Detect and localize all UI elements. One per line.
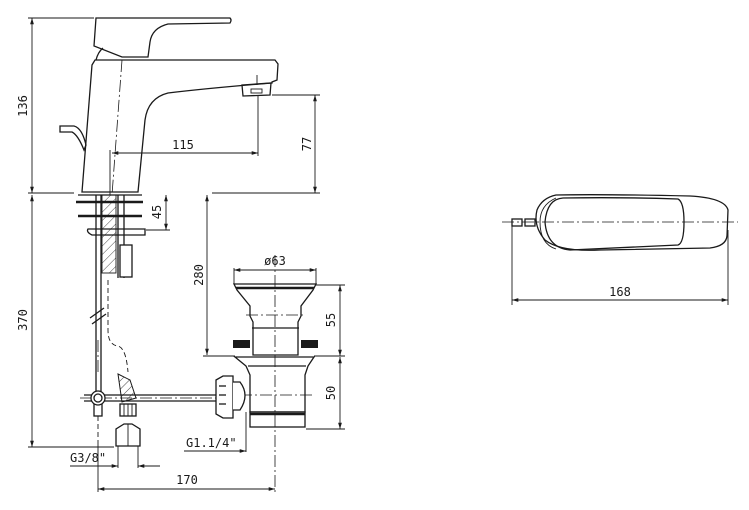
dim-45-label: 45 xyxy=(150,205,164,219)
hatched-hose xyxy=(101,194,117,274)
dim-136-label: 136 xyxy=(16,95,30,117)
popup-rod-knob xyxy=(59,125,87,152)
hose-hidden-path xyxy=(107,280,129,373)
dim-77-label: 77 xyxy=(300,137,314,151)
mixer-top-view: 168 xyxy=(502,194,738,305)
top-view-inner-edge xyxy=(539,197,557,250)
mixer-side-view xyxy=(59,17,279,196)
spout-aerator xyxy=(241,82,272,97)
top-rod-1 xyxy=(511,218,523,227)
waste-assembly xyxy=(215,255,318,495)
pull-rod-assembly xyxy=(80,373,216,468)
aerator-slot xyxy=(250,88,263,94)
top-view-outline xyxy=(535,194,729,251)
dim-50-label: 50 xyxy=(324,386,338,400)
top-rod-2 xyxy=(524,218,536,227)
mounting-assembly xyxy=(76,194,146,395)
top-view-lever xyxy=(544,197,685,251)
supply-hose-end xyxy=(117,373,137,403)
break-mark-2 xyxy=(91,313,107,325)
nut xyxy=(119,244,133,278)
mixer-body xyxy=(81,59,279,193)
lever-handle xyxy=(93,17,232,58)
connector-body xyxy=(233,381,246,411)
dim-g38-label: G3/8" xyxy=(70,451,106,465)
body-centerline xyxy=(111,59,123,196)
gasket-left xyxy=(233,340,250,348)
dim-63-label: ø63 xyxy=(264,254,286,268)
waste-tail xyxy=(249,411,306,428)
dim-280-label: 280 xyxy=(192,264,206,286)
gasket-right xyxy=(301,340,318,348)
lever-base-curve xyxy=(95,47,104,61)
clip-center xyxy=(93,393,103,403)
waste-body xyxy=(233,356,316,413)
break-mark-1 xyxy=(89,307,105,319)
dim-170-label: 170 xyxy=(176,473,198,487)
connector-nut xyxy=(215,375,234,419)
clip-ring xyxy=(90,390,106,406)
dimension-lines: 136 77 115 45 370 280 ø63 55 xyxy=(16,17,345,492)
dim-g114-label: G1.1/4" xyxy=(186,436,237,450)
dim-370-label: 370 xyxy=(16,309,30,331)
dim-55-label: 55 xyxy=(324,313,338,327)
dim-168-label: 168 xyxy=(609,285,631,299)
dim-115-label: 115 xyxy=(172,138,194,152)
